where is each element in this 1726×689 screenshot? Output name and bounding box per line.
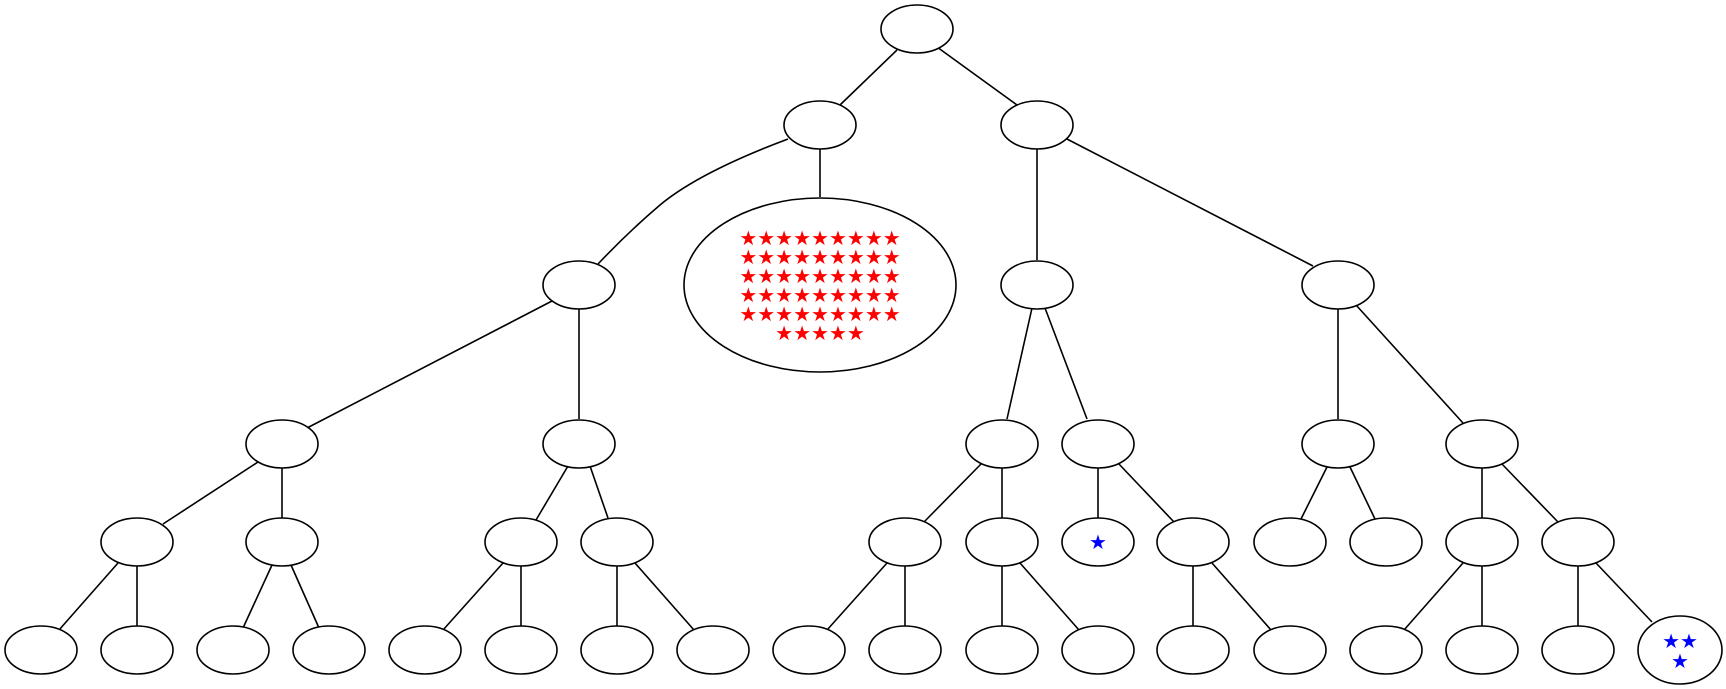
tree-node	[388, 625, 462, 675]
tree-node	[100, 517, 174, 567]
edge	[306, 300, 553, 429]
tree-node	[580, 625, 654, 675]
nodes	[4, 4, 1723, 685]
edge	[1117, 462, 1175, 523]
tree-node	[1000, 100, 1074, 150]
edge	[936, 46, 1018, 106]
node-labels: ★★★★★★★★★ ★★★★★★★★★ ★★★★★★★★★ ★★★★★★★★★ …	[739, 226, 1698, 673]
edge	[1064, 137, 1314, 267]
star-row: ★★★★★★★★★	[739, 226, 900, 250]
edge	[589, 465, 609, 519]
edge	[1044, 307, 1088, 420]
edge	[1006, 307, 1033, 420]
edge	[1211, 562, 1272, 631]
tree-node	[1541, 625, 1615, 675]
tree-node	[1541, 517, 1615, 567]
tree-node	[580, 517, 654, 567]
tree-node	[1061, 625, 1135, 675]
edge	[1355, 304, 1464, 424]
tree-node	[292, 625, 366, 675]
edge	[162, 461, 259, 525]
tree-node	[1445, 625, 1519, 675]
tree-node	[1000, 260, 1074, 310]
tree-node	[783, 100, 857, 150]
tree-node	[196, 625, 270, 675]
tree-node	[100, 625, 174, 675]
tree-node	[245, 517, 319, 567]
edge	[839, 49, 898, 106]
tree-node	[484, 517, 558, 567]
edge	[597, 138, 789, 265]
edges	[58, 46, 1653, 631]
star-node-large	[683, 197, 957, 373]
star-row: ★	[1671, 649, 1689, 673]
tree-node	[245, 419, 319, 469]
tree-node	[1301, 260, 1375, 310]
star-row: ★★★★★★★★★	[739, 302, 900, 326]
tree-node	[542, 260, 616, 310]
tree-node	[868, 517, 942, 567]
star-row: ★★★★★	[775, 321, 865, 345]
star-row: ★★★★★★★★★	[739, 283, 900, 307]
edge	[1349, 466, 1376, 520]
tree-node	[1301, 419, 1375, 469]
edge	[1300, 466, 1328, 520]
tree-node	[868, 625, 942, 675]
star-row: ★★★★★★★★★	[739, 264, 900, 288]
tree-node	[4, 625, 78, 675]
tree-node	[542, 419, 616, 469]
tree-node	[772, 625, 846, 675]
star-node-single	[1061, 517, 1135, 567]
star-row: ★★	[1662, 629, 1698, 653]
edge	[242, 564, 273, 629]
tree-node	[965, 517, 1039, 567]
root-node	[880, 4, 954, 54]
tree-node	[1061, 419, 1135, 469]
edge	[1595, 562, 1653, 623]
edge	[634, 562, 695, 631]
edge	[290, 564, 320, 629]
tree-node	[1445, 419, 1519, 469]
tree-node	[1156, 625, 1230, 675]
edge	[1403, 562, 1464, 631]
edge	[1500, 462, 1559, 523]
edge	[535, 465, 569, 521]
tree-node	[1349, 625, 1423, 675]
tree-node	[484, 625, 558, 675]
tree-node	[1253, 625, 1327, 675]
star-node-double	[1637, 615, 1723, 685]
tree-node	[1349, 517, 1423, 567]
tree-node	[965, 419, 1039, 469]
tree-node	[676, 625, 750, 675]
edge	[826, 562, 888, 631]
star-row: ★★★★★★★★★	[739, 245, 900, 269]
edge	[1019, 562, 1080, 631]
tree-node	[965, 625, 1039, 675]
star-label: ★	[1089, 530, 1107, 554]
tree-node	[1445, 517, 1519, 567]
tree-node	[1253, 517, 1327, 567]
tree-node	[1156, 517, 1230, 567]
edge	[923, 461, 984, 523]
edge	[58, 562, 119, 631]
edge	[442, 562, 504, 631]
